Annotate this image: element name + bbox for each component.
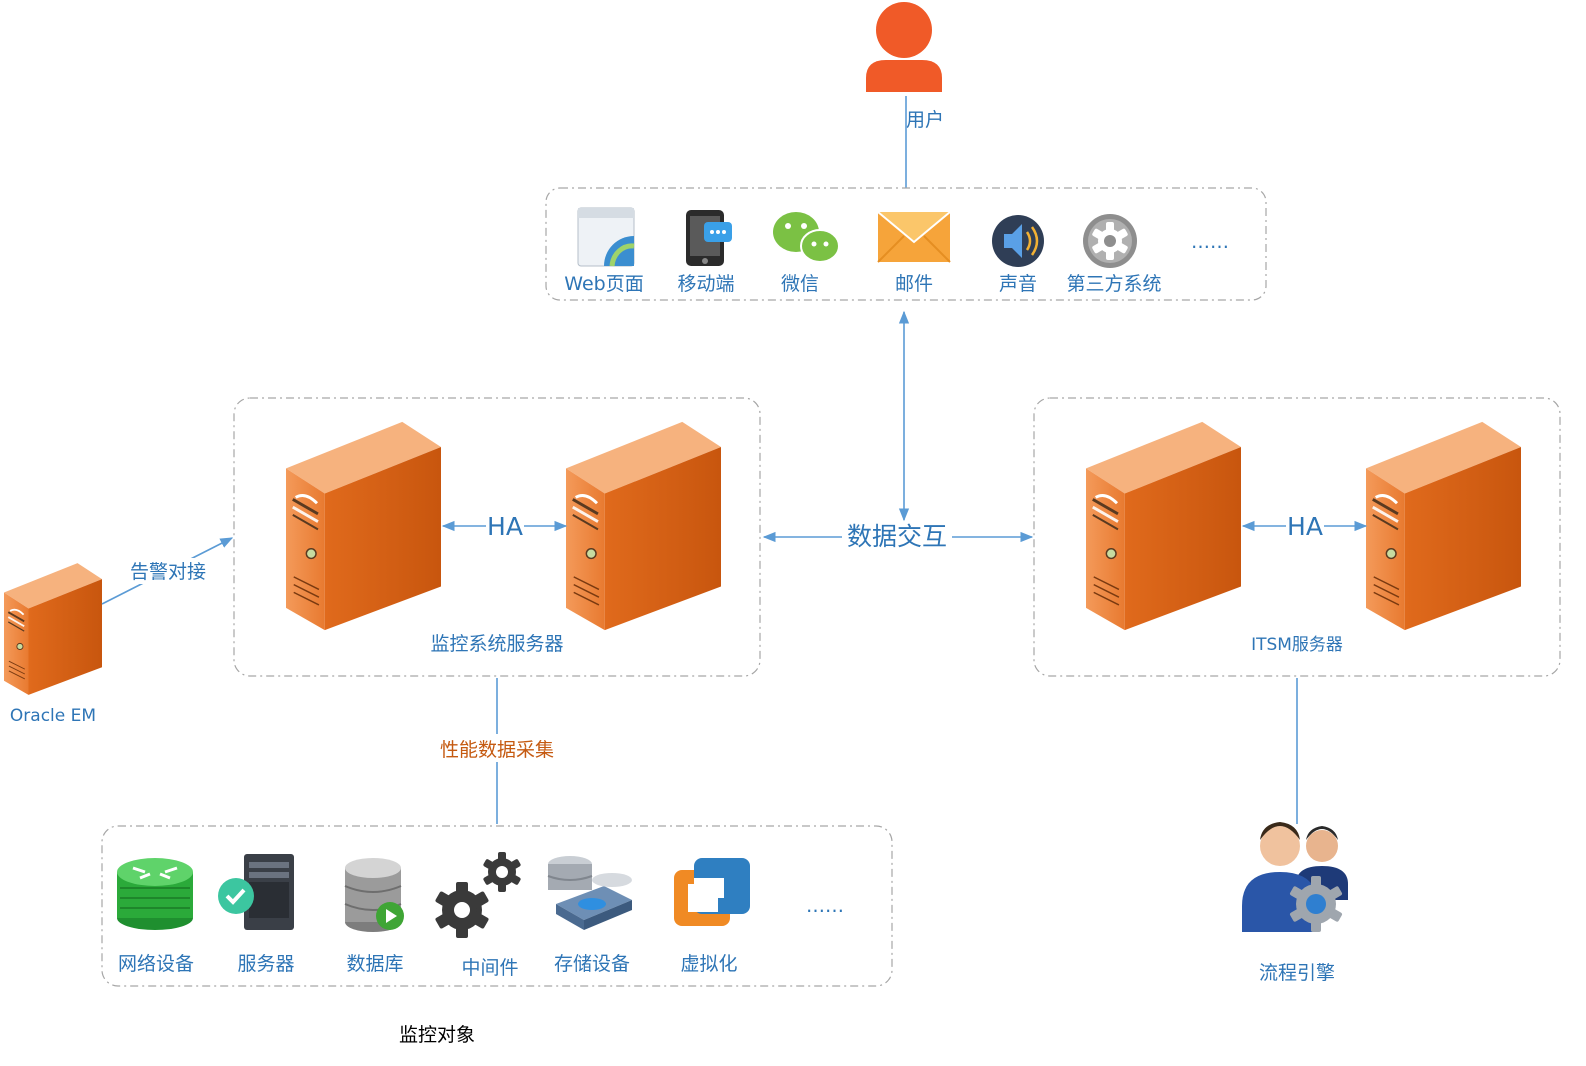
itsm-group-box <box>1033 397 1561 677</box>
perf-collect-label: 性能数据采集 <box>440 739 554 761</box>
oracle-alert-label: 告警对接 <box>130 561 206 583</box>
channel-label-web: Web页面 <box>564 273 643 295</box>
oracle-server-icon <box>4 562 102 696</box>
channel-label-thirdparty: 第三方系统 <box>1066 273 1161 295</box>
workflow-users-icon <box>1242 822 1348 932</box>
target-label-database: 数据库 <box>346 953 403 975</box>
itsm-server-2-icon <box>1366 420 1521 632</box>
oracle-alert-label-bg <box>122 558 214 584</box>
wechat-icon <box>773 212 840 263</box>
target-label-storage: 存储设备 <box>554 953 630 975</box>
monitor-server-2-icon <box>566 420 721 632</box>
target-label-server: 服务器 <box>237 953 294 975</box>
monitor-server-1-icon <box>286 420 441 632</box>
channel-label-mail: 邮件 <box>895 273 933 295</box>
monitor-group-label: 监控系统服务器 <box>430 633 563 655</box>
gear-icon <box>1083 214 1137 268</box>
gears-icon <box>435 852 521 938</box>
user-label: 用户 <box>906 109 944 131</box>
targets-more-ellipsis: …… <box>806 895 844 917</box>
oracle-label: Oracle EM <box>10 706 96 726</box>
itsm-ha-label: HA <box>1287 512 1323 541</box>
target-label-virtualization: 虚拟化 <box>680 953 737 975</box>
targets-caption: 监控对象 <box>399 1024 475 1046</box>
server-check-icon <box>218 854 294 930</box>
router-icon <box>117 858 193 930</box>
channel-label-mobile: 移动端 <box>677 273 734 295</box>
target-label-middleware: 中间件 <box>461 957 518 979</box>
storage-icon <box>547 856 632 930</box>
data-exchange-label: 数据交互 <box>847 522 947 551</box>
itsm-group-label: ITSM服务器 <box>1251 635 1343 655</box>
virtualization-icon <box>674 858 750 926</box>
itsm-server-1-icon <box>1086 420 1241 632</box>
monitor-ha-label: HA <box>487 512 523 541</box>
web-page-icon <box>577 207 635 267</box>
speaker-icon <box>992 215 1044 267</box>
database-icon <box>344 858 404 932</box>
mobile-icon <box>686 210 732 266</box>
channel-label-speaker: 声音 <box>999 273 1037 295</box>
targets-group-box <box>101 825 893 987</box>
channel-label-wechat: 微信 <box>781 273 819 295</box>
monitor-group-box <box>233 397 761 677</box>
channel-more-ellipsis: …… <box>1191 231 1229 253</box>
target-label-network: 网络设备 <box>118 953 194 975</box>
channel-group-box <box>545 187 1267 301</box>
user-icon <box>866 2 942 92</box>
mail-icon <box>877 211 951 263</box>
workflow-label: 流程引擎 <box>1259 962 1335 984</box>
